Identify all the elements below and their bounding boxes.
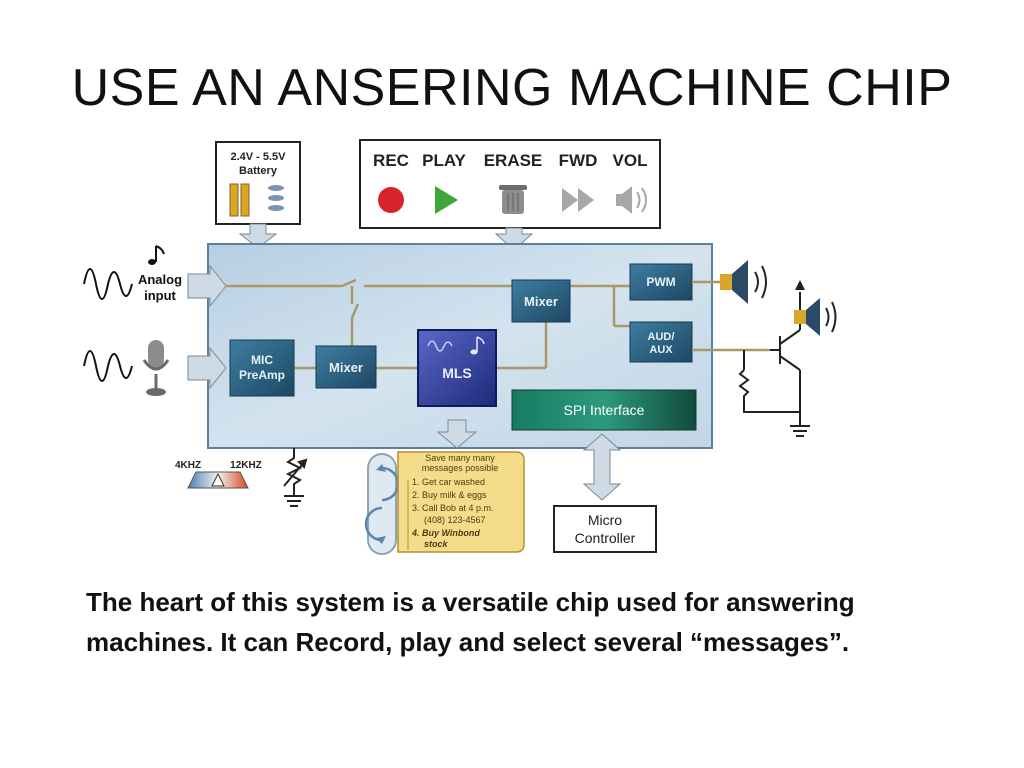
message-list: Save many many messages possible 1. Get …	[397, 451, 525, 553]
mic-preamp-label-line1: MIC	[251, 353, 273, 367]
micro-controller-label-line2: Controller	[575, 530, 636, 546]
record-icon	[378, 187, 404, 213]
message-item: 1. Get car washed	[412, 477, 485, 487]
aud-aux-label-line2: AUX	[649, 344, 673, 356]
analog-input-label-line2: input	[144, 288, 176, 303]
caption-line-1: The heart of this system is a versatile …	[86, 587, 855, 617]
control-label-erase: ERASE	[484, 151, 543, 170]
caption-line-2: machines. It can Record, play and select…	[86, 627, 850, 657]
mixer-left-block: Mixer	[315, 345, 377, 389]
fast-forward-icon	[562, 188, 594, 212]
mixer-top-block: Mixer	[511, 279, 571, 323]
frequency-high-label: 12KHZ	[230, 460, 262, 471]
variable-resistor-icon	[283, 448, 308, 507]
micro-controller-label-line1: Micro	[588, 512, 622, 528]
analog-input-label-line1: Analog	[138, 272, 182, 287]
battery-label: Battery	[239, 165, 278, 177]
pwm-block: PWM	[629, 263, 693, 301]
volume-icon	[616, 186, 647, 214]
caption: The heart of this system is a versatile …	[86, 582, 986, 662]
controls-arrow	[494, 227, 534, 251]
slide-title: USE AN ANSERING MACHINE CHIP	[71, 59, 953, 117]
control-label-rec: REC	[373, 151, 409, 170]
speaker-icon-amp	[794, 298, 837, 336]
mls-wave-icon	[427, 340, 453, 352]
output-wiring	[692, 280, 770, 352]
message-item: 4. Buy Winbond	[411, 528, 480, 538]
aud-aux-block: AUD/ AUX	[629, 321, 693, 363]
spi-arrow	[582, 433, 622, 501]
music-note-icon	[148, 245, 165, 265]
mls-label: MLS	[442, 365, 472, 381]
micro-controller-box: Micro Controller	[553, 505, 657, 553]
mic-waveform-icon	[83, 350, 133, 382]
battery-arrow	[238, 223, 278, 249]
frequency-low-label: 4KHZ	[175, 460, 201, 471]
analog-waveform-icon	[83, 268, 133, 300]
memory-arrow	[436, 419, 478, 449]
speaker-icon-pwm	[720, 260, 767, 304]
spi-interface-block: SPI Interface	[511, 389, 697, 431]
control-label-fwd: FWD	[559, 151, 598, 170]
battery-voltage: 2.4V - 5.5V	[230, 151, 286, 163]
message-item: (408) 123-4567	[424, 515, 486, 525]
answering-machine-chip-diagram: 2.4V - 5.5V Battery REC PLAY ERASE FWD V…	[83, 139, 837, 555]
message-item: 3. Call Bob at 4 p.m.	[412, 503, 494, 513]
spi-interface-label: SPI Interface	[564, 402, 645, 418]
mls-note-icon	[470, 336, 485, 355]
control-label-play: PLAY	[422, 151, 466, 170]
control-label-vol: VOL	[613, 151, 648, 170]
message-loop-icon	[364, 453, 400, 555]
play-icon	[435, 186, 458, 214]
battery-box: 2.4V - 5.5V Battery	[215, 141, 301, 225]
mls-block: MLS	[417, 329, 497, 407]
mixer-top-label: Mixer	[524, 294, 558, 309]
trash-icon	[499, 185, 527, 214]
messages-header-line1: Save many many	[425, 453, 495, 463]
battery-icon	[229, 183, 284, 217]
pwm-label: PWM	[646, 275, 675, 289]
message-item: 2. Buy milk & eggs	[412, 490, 487, 500]
frequency-dial-icon	[187, 471, 249, 489]
controls-box: REC PLAY ERASE FWD VOL	[359, 139, 661, 229]
messages-header-line2: messages possible	[422, 463, 499, 473]
mic-preamp-block: MIC PreAmp	[229, 339, 295, 397]
supply-arrow-icon	[795, 280, 805, 290]
message-item: stock	[424, 539, 449, 549]
internal-wiring	[226, 278, 630, 370]
mic-preamp-label-line2: PreAmp	[239, 368, 285, 382]
aud-aux-label-line1: AUD/	[648, 331, 675, 343]
analog-input-arrow	[187, 264, 227, 308]
mixer-left-label: Mixer	[329, 360, 363, 375]
mic-input-arrow	[187, 346, 227, 390]
microphone-icon	[142, 340, 170, 396]
